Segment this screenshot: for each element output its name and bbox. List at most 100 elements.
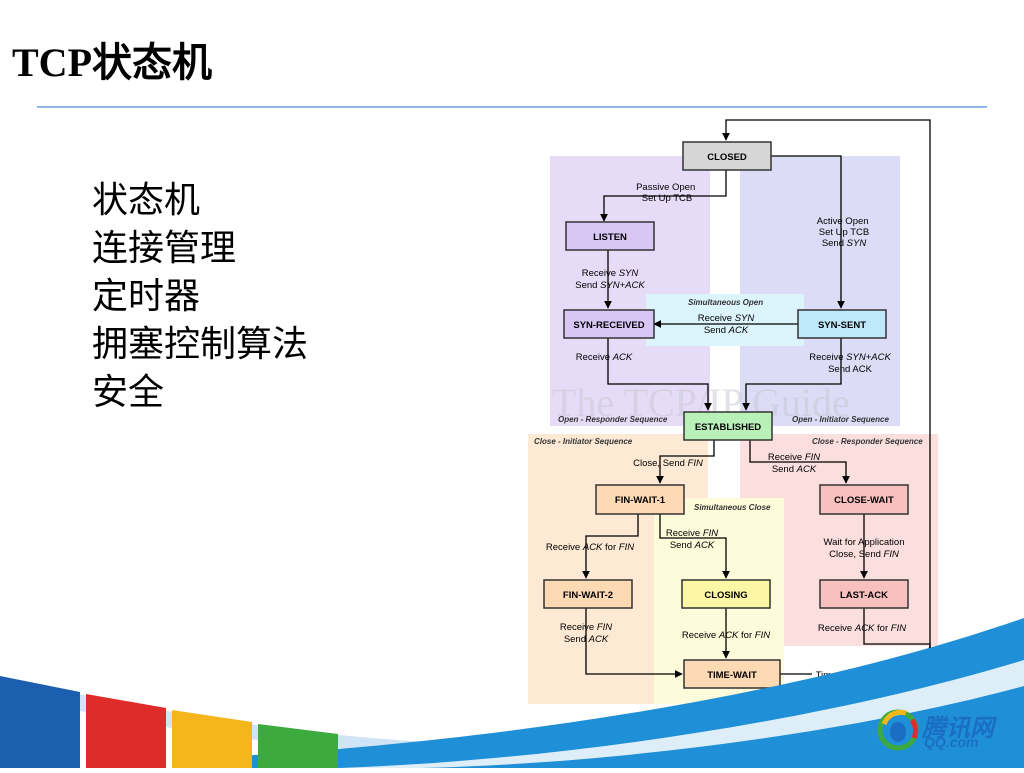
label-text: Send: [822, 238, 847, 249]
bullet-item-security: 安全: [92, 372, 165, 412]
label-fw1-receive-fin: Receive FIN: [666, 528, 718, 539]
edge-finwait2-timewait: [585, 608, 683, 678]
state-box: [819, 579, 909, 609]
region-open-initiator: [740, 156, 900, 426]
logo-ring-accent: [881, 709, 907, 726]
state-box: [797, 309, 887, 339]
state-box: [565, 221, 655, 251]
label-text: Receive: [560, 622, 597, 633]
label-open-responder: Open - Responder Sequence: [558, 415, 668, 424]
label-simopen-send: Send ACK: [704, 325, 749, 336]
label-text: Send: [670, 540, 695, 551]
label-lastack-receive-ack: Receive ACK for FIN: [818, 623, 906, 634]
label-text: Receive: [682, 630, 719, 641]
label-fw1-send-ack: Send ACK: [670, 540, 715, 551]
label-italic: SYN: [847, 238, 867, 249]
label-italic: ACK: [694, 540, 715, 551]
label-text: Send: [704, 325, 729, 336]
label-italic: SYN+ACK: [600, 280, 645, 291]
label-cw-wait-app: Wait for Application: [824, 537, 905, 548]
state-label: SYN-RECEIVED: [573, 320, 644, 331]
edge-synrcvd-established: [607, 338, 712, 411]
label-italic: FIN: [891, 623, 906, 634]
edge-established-finwait1: [656, 440, 715, 484]
label-passive-open: Passive Open Set Up TCB: [636, 182, 698, 204]
decorative-footer-swoosh: [0, 590, 1024, 773]
label-close-send-fin: Close, Send FIN: [633, 458, 703, 469]
state-label: FIN-WAIT-2: [563, 590, 613, 601]
label-text: for: [874, 623, 890, 634]
label-active-open-send: Send SYN: [822, 238, 867, 249]
state-established: ESTABLISHED: [683, 411, 773, 441]
state-label: CLOSING: [704, 590, 747, 601]
state-label: LAST-ACK: [840, 590, 888, 601]
edge-synsent-established: [742, 338, 842, 411]
label-text: for: [602, 542, 618, 553]
state-label: LISTEN: [593, 232, 627, 243]
label-text: Receive: [818, 623, 855, 634]
band-yellow: [172, 710, 252, 768]
state-listen: LISTEN: [565, 221, 655, 251]
label-active-open: Active Open Set Up TCB: [817, 216, 871, 238]
state-label: CLOSED: [707, 152, 747, 163]
label-italic: FIN: [703, 528, 718, 539]
label-text: Send: [772, 464, 797, 475]
logo-mark-icon: [877, 709, 919, 751]
logo-text-cn: 腾讯网: [922, 715, 994, 742]
label-text: Send: [575, 280, 600, 291]
bullet-item-connection-management: 连接管理: [92, 228, 237, 268]
region-simultaneous-open: [646, 294, 804, 346]
label-italic: FIN: [884, 549, 899, 560]
edge-finwait1-closing: [659, 514, 730, 579]
label-text: Close, Send: [829, 549, 883, 560]
state-box: [683, 659, 781, 689]
state-closing: CLOSING: [681, 579, 771, 609]
label-closing-receive-ack: Receive ACK for FIN: [682, 630, 770, 641]
state-syn-received: SYN-RECEIVED: [563, 309, 655, 339]
band-dark-blue: [0, 676, 80, 768]
state-box: [563, 309, 655, 339]
label-simopen-receive: Receive SYN: [698, 313, 755, 324]
label-italic: SYN: [735, 313, 755, 324]
state-label: TIME-WAIT: [707, 670, 757, 681]
slide-title: TCP状态机: [12, 40, 212, 85]
bullet-item-timers: 定时器: [92, 276, 201, 316]
tcp-state-diagram: The TCP/IP Guide Open - Responder Sequen…: [528, 116, 940, 706]
label-cw-close-send: Close, Send FIN: [829, 549, 899, 560]
label-fw1-receive-ack: Receive ACK for FIN: [546, 542, 634, 553]
label-listen-send: Send SYN+ACK: [575, 280, 645, 291]
state-fin-wait-2: FIN-WAIT-2: [543, 579, 633, 609]
label-est-send-ack: Send ACK: [772, 464, 817, 475]
label-text: Receive: [546, 542, 583, 553]
label-simultaneous-open: Simultaneous Open: [688, 298, 763, 307]
edge-return-closed: [722, 119, 931, 674]
state-time-wait: TIME-WAIT: [683, 659, 781, 689]
state-label: FIN-WAIT-1: [615, 495, 666, 506]
label-text: Receive: [582, 268, 619, 279]
band-red: [86, 694, 166, 768]
bullet-list: 状态机 连接管理 定时器 拥塞控制算法 安全: [92, 176, 308, 416]
state-box: [682, 141, 772, 171]
label-synsent-receive: Receive SYN+ACK: [809, 352, 891, 363]
label-line: Set Up TCB: [819, 227, 870, 238]
label-italic: FIN: [805, 452, 820, 463]
label-italic: FIN: [688, 458, 703, 469]
label-italic: ACK: [718, 630, 739, 641]
logo-text-en: QQ.com: [924, 734, 979, 750]
band-green: [258, 724, 338, 768]
label-italic: ACK: [612, 352, 633, 363]
state-label: CLOSE-WAIT: [834, 495, 894, 506]
label-italic: SYN+ACK: [846, 352, 891, 363]
label-italic: SYN: [619, 268, 639, 279]
state-box: [543, 579, 633, 609]
label-text: Close, Send: [633, 458, 687, 469]
label-text: Receive: [666, 528, 703, 539]
label-text: Receive: [809, 352, 846, 363]
label-italic: ACK: [796, 464, 817, 475]
state-box: [683, 411, 773, 441]
state-last-ack: LAST-ACK: [819, 579, 909, 609]
label-synsent-send: Send ACK: [828, 364, 872, 375]
state-close-wait: CLOSE-WAIT: [819, 484, 909, 515]
label-text: Send: [564, 634, 589, 645]
label-italic: FIN: [597, 622, 612, 633]
